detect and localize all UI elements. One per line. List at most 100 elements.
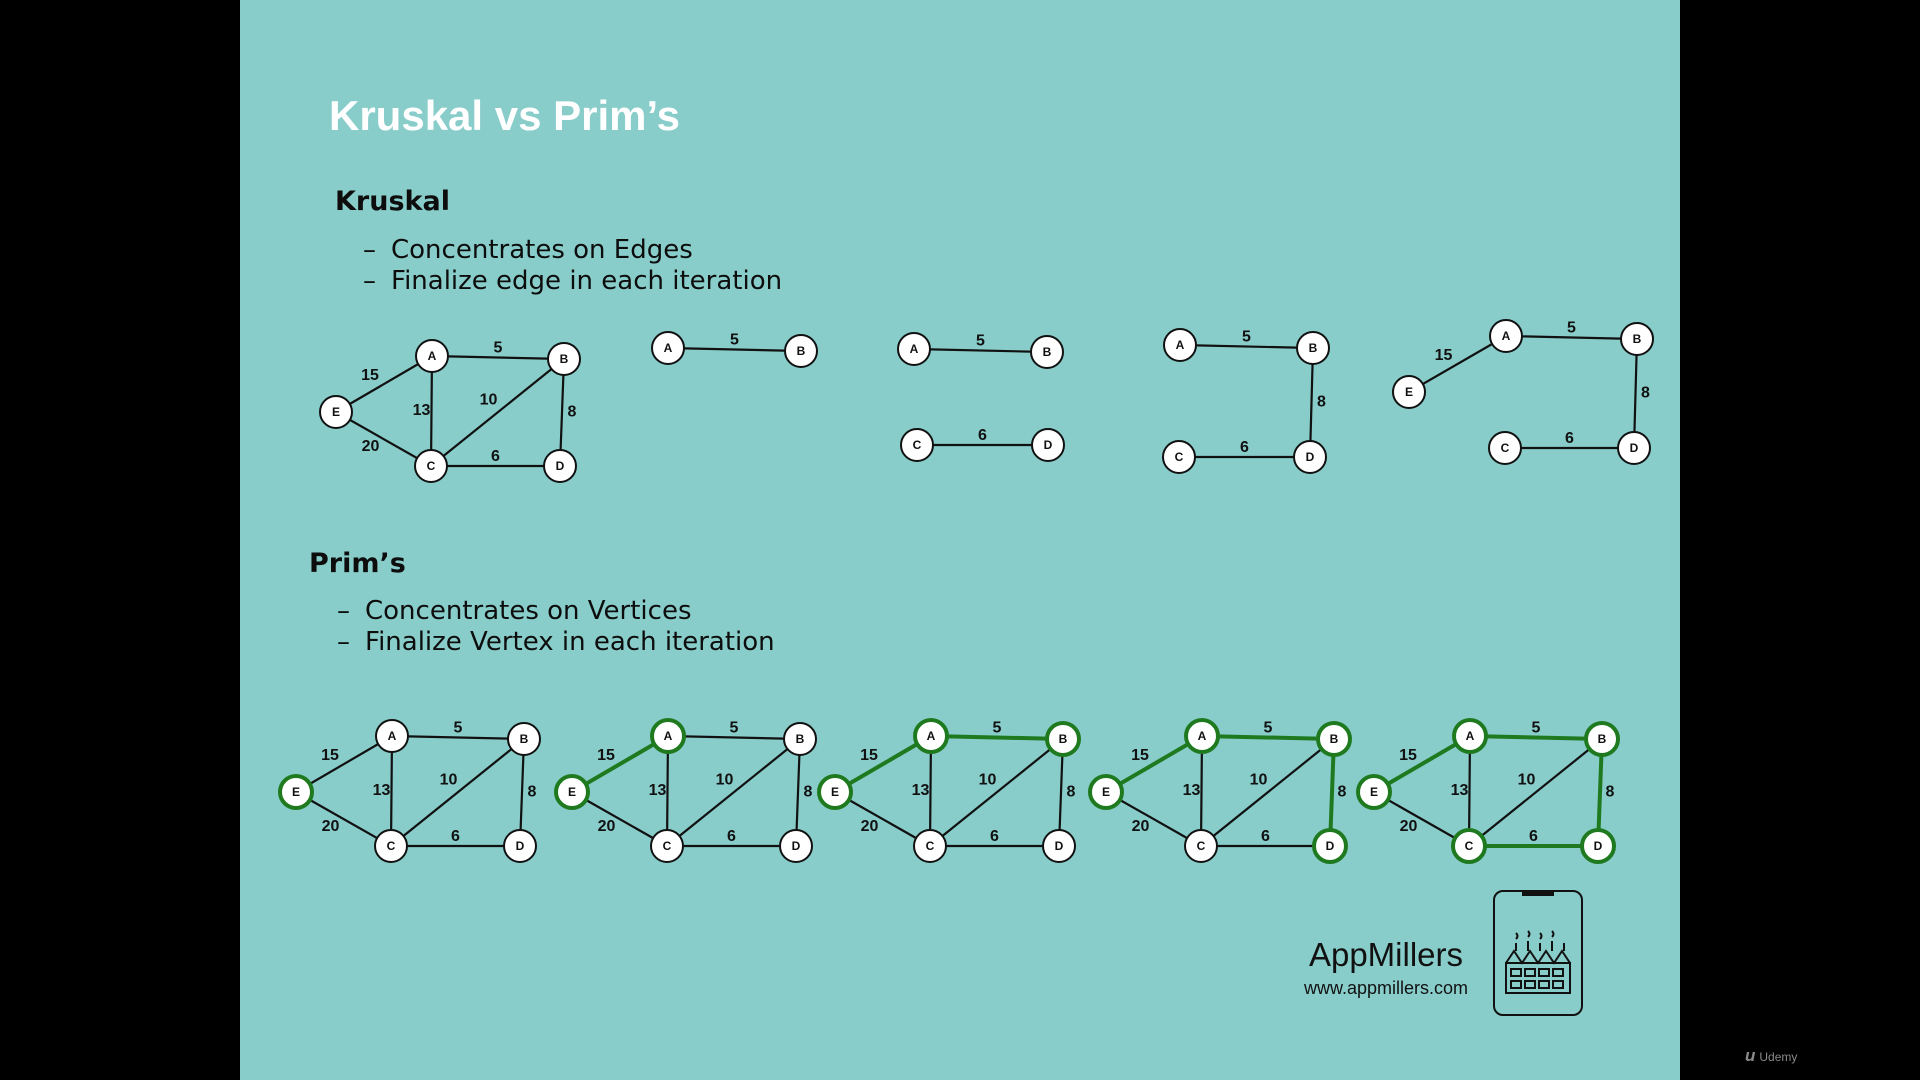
vertex-B: [783, 722, 817, 756]
vertex-B: [1316, 721, 1352, 757]
vertex-E: [1392, 375, 1426, 409]
vertex-C: [414, 449, 448, 483]
edge-B-D: [558, 358, 566, 467]
edge-weight-B-D: 8: [1338, 784, 1347, 801]
edge-weight-A-C: 13: [373, 782, 391, 799]
edge-C-B: [430, 358, 565, 467]
vertex-A: [1452, 718, 1488, 754]
vertex-A: [913, 718, 949, 754]
edge-B-D: [1632, 338, 1639, 449]
vertex-D: [1617, 431, 1651, 465]
vertex-label-A: A: [910, 342, 919, 356]
edge-weight-E-C: 20: [322, 818, 340, 835]
edge-weight-B-D: 8: [1067, 784, 1076, 801]
vertex-E: [319, 395, 353, 429]
edge-weight-A-B: 5: [494, 340, 503, 357]
edge-C-B: [390, 738, 525, 847]
edge-weight-A-B: 5: [1567, 320, 1576, 337]
edge-weight-A-C: 13: [912, 782, 930, 799]
edge-weight-C-D: 6: [1565, 430, 1574, 447]
edge-C-B: [929, 738, 1064, 847]
kruskal-heading: Kruskal: [335, 186, 450, 217]
edge-A-C: [429, 355, 434, 467]
vertex-C: [374, 829, 408, 863]
edge-A-B: [1469, 734, 1603, 741]
edge-A-C: [928, 735, 933, 847]
edge-weight-C-D: 6: [1240, 439, 1249, 456]
vertex-label-A: A: [664, 341, 673, 355]
vertex-label-E: E: [1370, 785, 1378, 799]
vertex-A: [1184, 718, 1220, 754]
edge-E-A: [1372, 734, 1472, 794]
prims-heading: Prim’s: [309, 548, 406, 579]
vertex-label-A: A: [1502, 329, 1511, 343]
factory-phone-icon: [1493, 890, 1583, 1016]
edge-weight-A-B: 5: [993, 720, 1002, 737]
edge-weight-C-B: 10: [979, 772, 997, 789]
vertex-B: [1584, 721, 1620, 757]
vertex-E: [817, 774, 853, 810]
vertex-C: [1184, 829, 1218, 863]
vertex-D: [503, 829, 537, 863]
edge-weight-B-D: 8: [568, 404, 577, 421]
edge-weight-A-B: 5: [1264, 720, 1273, 737]
edge-weight-A-B: 5: [730, 332, 739, 349]
vertex-A: [897, 332, 931, 366]
edge-C-B: [1468, 738, 1603, 847]
edge-weight-C-D: 6: [978, 427, 987, 444]
vertex-E: [1356, 774, 1392, 810]
vertex-label-C: C: [926, 839, 935, 853]
kruskal-step-2: 5A B: [651, 331, 818, 368]
vertex-label-D: D: [1326, 839, 1335, 853]
vertex-D: [1031, 428, 1065, 462]
edge-A-B: [1201, 734, 1335, 741]
slide-background: [240, 0, 1680, 1080]
vertex-label-E: E: [332, 405, 340, 419]
vertex-label-C: C: [427, 459, 436, 473]
vertex-label-D: D: [1594, 839, 1603, 853]
edge-weight-C-D: 6: [727, 828, 736, 845]
edge-weight-E-A: 15: [860, 747, 878, 764]
vertex-label-C: C: [1197, 839, 1206, 853]
edge-E-C: [1373, 791, 1470, 847]
edge-E-A: [570, 734, 670, 794]
edge-A-B: [1179, 343, 1314, 350]
edge-weight-C-B: 10: [1250, 772, 1268, 789]
edge-weight-A-B: 5: [1242, 329, 1251, 346]
vertex-label-E: E: [1405, 385, 1413, 399]
edge-weight-B-D: 8: [528, 784, 537, 801]
vertex-C: [900, 428, 934, 462]
vertex-D: [1042, 829, 1076, 863]
edge-weight-B-D: 8: [1606, 784, 1615, 801]
vertex-label-C: C: [1465, 839, 1474, 853]
edge-weight-A-B: 5: [730, 720, 739, 737]
edge-weight-E-A: 15: [597, 747, 615, 764]
edge-weight-C-B: 10: [440, 772, 458, 789]
vertex-A: [415, 339, 449, 373]
brand-url: www.appmillers.com: [1303, 978, 1469, 998]
edge-B-D: [794, 738, 802, 847]
prims-bullet-2: –Finalize Vertex in each iteration: [337, 627, 775, 657]
edge-weight-C-D: 6: [451, 828, 460, 845]
edge-A-C: [389, 735, 394, 847]
kruskal-bullet-1: –Concentrates on Edges: [363, 235, 693, 265]
vertex-E: [554, 774, 590, 810]
vertex-A: [650, 718, 686, 754]
edge-weight-A-C: 13: [1183, 782, 1201, 799]
prims-bullet-1: –Concentrates on Vertices: [337, 596, 692, 626]
edge-weight-B-D: 8: [1641, 385, 1650, 402]
edge-A-B: [1505, 334, 1638, 341]
edge-E-A: [1408, 335, 1507, 393]
edge-weight-A-C: 13: [649, 782, 667, 799]
vertex-label-B: B: [797, 344, 806, 358]
edge-E-A: [295, 735, 393, 793]
edge-weight-A-B: 5: [1532, 720, 1541, 737]
vertex-label-C: C: [663, 839, 672, 853]
vertex-label-A: A: [1176, 338, 1185, 352]
edge-B-D: [1308, 347, 1315, 458]
vertex-label-B: B: [1633, 332, 1642, 346]
